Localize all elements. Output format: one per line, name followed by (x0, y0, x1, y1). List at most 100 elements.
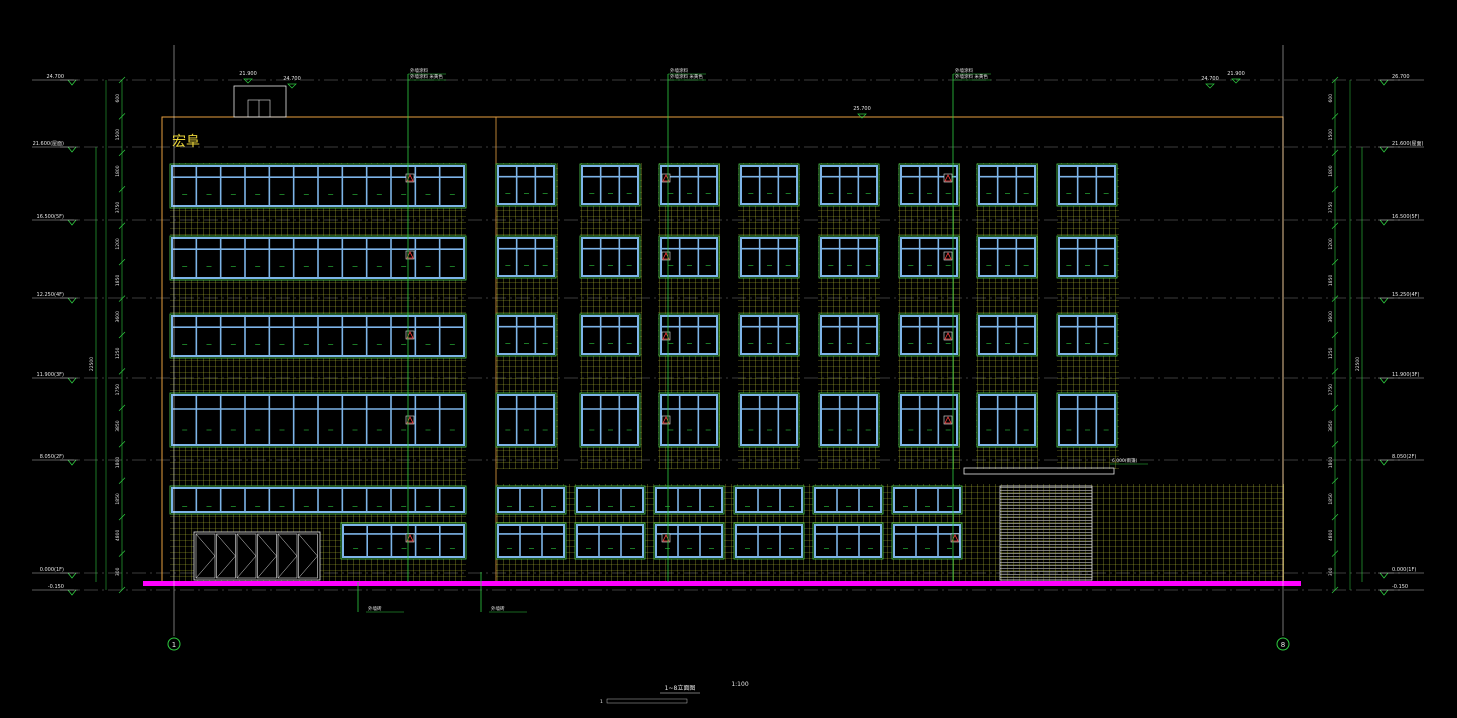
dimension-tick (1331, 550, 1339, 557)
tag-box (661, 173, 671, 183)
window-left-band (169, 235, 467, 281)
window-base-lower (891, 522, 963, 560)
dimension-tick (1331, 258, 1339, 266)
dimension-tick (118, 331, 126, 339)
window-frame (900, 165, 958, 205)
level-marker-icon (1379, 572, 1389, 579)
tag-box (405, 330, 415, 340)
window-frame (655, 487, 723, 513)
dimension-value: 600 (1328, 94, 1334, 103)
window-frame (342, 524, 465, 558)
window-frame (740, 394, 798, 446)
top-mark-label: 24.700 (283, 76, 301, 82)
callout-co-6: 外墙涂料 米黄色 (953, 73, 991, 81)
window-tower (658, 235, 720, 279)
callout-label: 外墙涂料 米黄色 (955, 73, 988, 80)
level-right-lv-5: 16.500(5F) (1378, 214, 1424, 226)
level-label: 11.900(3F) (1392, 372, 1420, 378)
callout-co-8: 外墙砖 (480, 572, 527, 613)
dimension-tick (118, 149, 126, 157)
window-frame (660, 315, 718, 355)
warning-triangle-icon (406, 331, 414, 339)
level-label: 26.700 (1392, 74, 1410, 80)
level-right-lv-4: 15.250(4F) (1378, 292, 1424, 304)
dimension-value: 1850 (115, 274, 121, 286)
window-tower (495, 392, 557, 448)
overall-dimension-value: 22500 (89, 357, 95, 371)
window-tower (976, 163, 1038, 207)
dimension-chain-left: 6001500180037501200185036001250175038501… (115, 76, 126, 594)
drawing-scale: 1:100 (731, 681, 748, 688)
callout-label: 外墙砖 (491, 605, 505, 612)
dimension-chain-right: 6001500180037501200185036001250175038501… (1328, 76, 1339, 594)
dimension-value: 1250 (1328, 347, 1334, 359)
warning-triangle-icon (951, 534, 959, 542)
window-tower (579, 392, 641, 448)
dimension-tick (1331, 331, 1339, 339)
dimension-value: 1800 (1328, 165, 1334, 177)
window-tower (818, 235, 880, 279)
dimension-tick (118, 550, 126, 557)
dimension-tick (1331, 149, 1339, 157)
dimension-value: 600 (115, 94, 121, 103)
building-signage: 宏阜 (172, 133, 200, 150)
dimension-value: 3850 (115, 420, 121, 432)
top-mark-tm-4: 24.700 (1201, 76, 1219, 89)
callout-co-2: 外墙涂料 米黄色 (408, 73, 446, 81)
level-marker-icon (1379, 146, 1389, 153)
window-base-lower (574, 522, 646, 560)
dimension-tick (118, 258, 126, 266)
level-label: 11.900(3F) (37, 372, 65, 378)
window-frame (1058, 237, 1116, 277)
level-label: 16.500(5F) (37, 214, 65, 220)
warning-triangle-icon (662, 174, 670, 182)
dimension-value: 4800 (115, 529, 121, 541)
level-marker-icon (1379, 297, 1389, 304)
dimension-tick (118, 513, 126, 521)
dimension-tick (1331, 295, 1339, 302)
footnote-marker: 1 (600, 699, 603, 705)
window-frame (893, 524, 961, 558)
window-frame (497, 487, 565, 513)
top-mark-tm-1: 21.900 (239, 71, 257, 84)
warning-triangle-icon (662, 332, 670, 340)
window-left-band (169, 163, 467, 209)
tag-box (405, 415, 415, 425)
callout-label: 外墙涂料 (410, 67, 428, 74)
window-tower (495, 235, 557, 279)
window-frame (820, 315, 878, 355)
window-tower (738, 163, 800, 207)
level-label: -0.150 (1392, 584, 1408, 590)
level-left-lv-3: 11.900(3F) (32, 372, 78, 384)
callout-label: 外墙砖 (368, 605, 382, 612)
window-frame (978, 237, 1036, 277)
window-frame (978, 315, 1036, 355)
dimension-tick (118, 76, 126, 84)
tag-box (943, 173, 953, 183)
window-tower (495, 163, 557, 207)
warning-triangle-icon (406, 251, 414, 259)
level-marker-icon (1379, 377, 1389, 384)
callout-label: 外墙涂料 米黄色 (670, 73, 703, 80)
level-label: 8.050(2F) (1392, 454, 1416, 460)
warning-triangle-icon (662, 416, 670, 424)
level-label: 0.000(1F) (40, 567, 64, 573)
elevation-marker-icon (857, 113, 867, 119)
window-base-upper (574, 485, 646, 515)
rolling-shutter-door (999, 485, 1093, 581)
level-right-lv-3: 11.900(3F) (1378, 372, 1424, 384)
door-swing-mark (216, 533, 236, 579)
door-swing-mark (236, 533, 257, 579)
top-mark-tm-5: 21.900 (1227, 71, 1245, 84)
level-left-lv-1: 0.000(1F) (32, 567, 78, 579)
dimension-tick (118, 477, 126, 484)
level-marker-icon (1379, 79, 1389, 86)
window-base-upper (495, 485, 567, 515)
dimension-tick (1331, 222, 1339, 229)
tag-box (661, 331, 671, 341)
grid-axes: 1 8 (167, 45, 1290, 651)
axis-1-label: 1 (172, 641, 176, 649)
level-label: 16.500(5F) (1392, 214, 1420, 220)
main-entrance (193, 531, 321, 581)
